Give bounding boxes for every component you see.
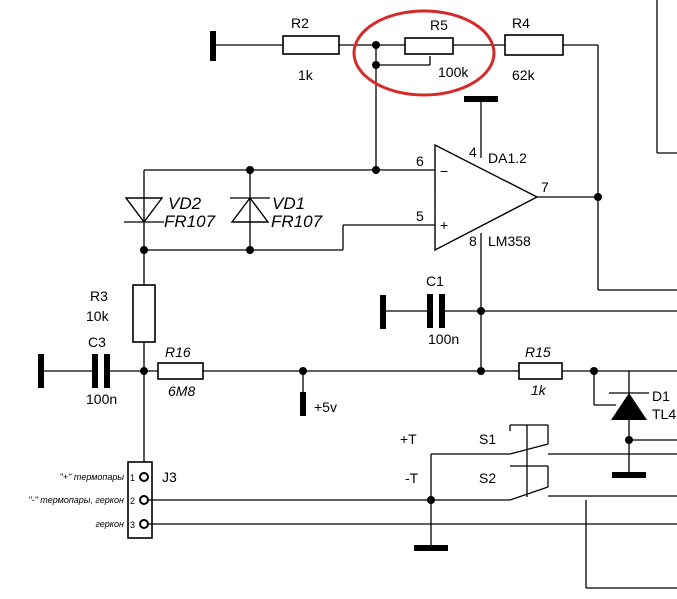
gnd-bar-r2 (210, 31, 216, 61)
diode-d1: D1 TL4 (609, 388, 676, 422)
gnd-bar-switch (414, 545, 448, 551)
gnd-bar-c3 (38, 354, 44, 388)
s1-ref: S1 (479, 431, 496, 447)
switch-s1: S1 (479, 424, 549, 447)
j3-pin1-label: "+" термопары (60, 472, 125, 482)
gnd-bar-d1 (612, 472, 646, 478)
plus-t-label: +T (400, 431, 417, 447)
diode-vd2: VD2 FR107 (124, 194, 216, 231)
trimmer-r5: R5 100k (404, 17, 469, 80)
opamp-ref: DA1.2 (488, 150, 527, 166)
opamp-plus-sign: + (440, 217, 448, 233)
j3-pin3-label: геркон (95, 519, 124, 529)
vd1-part: FR107 (271, 212, 323, 231)
opamp-part: LM358 (488, 233, 531, 249)
r3-value: 10k (86, 308, 110, 324)
c1-value: 100n (428, 331, 459, 347)
capacitor-c1: C1 100n (426, 273, 459, 347)
resistor-r2: R2 1k (282, 15, 340, 83)
pin5-label: 5 (416, 208, 424, 224)
wires (42, 0, 677, 589)
r2-value: 1k (298, 67, 314, 83)
vd2-part: FR107 (164, 212, 216, 231)
d1-part: TL4 (652, 406, 676, 422)
r2-ref: R2 (291, 15, 309, 31)
vcc-bar-5v (300, 392, 306, 416)
j3-ref: J3 (162, 469, 177, 485)
r5-value: 100k (438, 64, 469, 80)
resistor-r3: R3 10k (86, 284, 156, 343)
r4-value: 62k (512, 67, 536, 83)
r16-ref: R16 (165, 344, 191, 360)
diode-vd1: VD1 FR107 (230, 194, 323, 231)
junctions (140, 41, 633, 504)
highlight-ellipse (352, 9, 496, 97)
minus-t-label: -T (405, 470, 419, 486)
vd1-ref: VD1 (272, 194, 305, 213)
j3-pin3: 3 (130, 520, 135, 530)
r15-value: 1k (531, 382, 547, 398)
s2-ref: S2 (479, 470, 496, 486)
pin7-label: 7 (541, 179, 549, 195)
j3-pin2: 2 (130, 496, 135, 506)
r5-ref: R5 (430, 17, 448, 33)
resistor-r4: R4 62k (504, 15, 564, 83)
c3-ref: C3 (88, 334, 106, 350)
r4-ref: R4 (512, 15, 530, 31)
pin6-label: 6 (416, 153, 424, 169)
pin8-label: 8 (469, 233, 477, 249)
gnd-bar-c1 (380, 295, 386, 329)
j3-pin1: 1 (130, 473, 135, 483)
r16-value: 6M8 (168, 383, 195, 399)
d1-ref: D1 (652, 388, 670, 404)
resistor-r16: R16 6M8 (157, 344, 204, 399)
opamp-da1-2: − + 6 5 7 4 8 DA1.2 LM358 (416, 143, 549, 252)
vd2-ref: VD2 (168, 194, 202, 213)
capacitor-c3: C3 100n (86, 334, 117, 407)
vcc-label: +5v (314, 399, 337, 415)
supply-bar-da-pin4 (464, 96, 498, 102)
pin4-label: 4 (469, 144, 477, 160)
c3-value: 100n (86, 391, 117, 407)
connector-j3: 1 2 3 J3 "+" термопары "-" термопары, ге… (28, 461, 177, 539)
opamp-minus-sign: − (440, 163, 448, 179)
j3-pin2-label: "-" термопары, геркон (28, 495, 124, 505)
r3-ref: R3 (90, 288, 108, 304)
r15-ref: R15 (525, 344, 551, 360)
resistor-r15: R15 1k (518, 344, 563, 398)
switch-s2: S2 (479, 465, 549, 487)
c1-ref: C1 (426, 273, 444, 289)
